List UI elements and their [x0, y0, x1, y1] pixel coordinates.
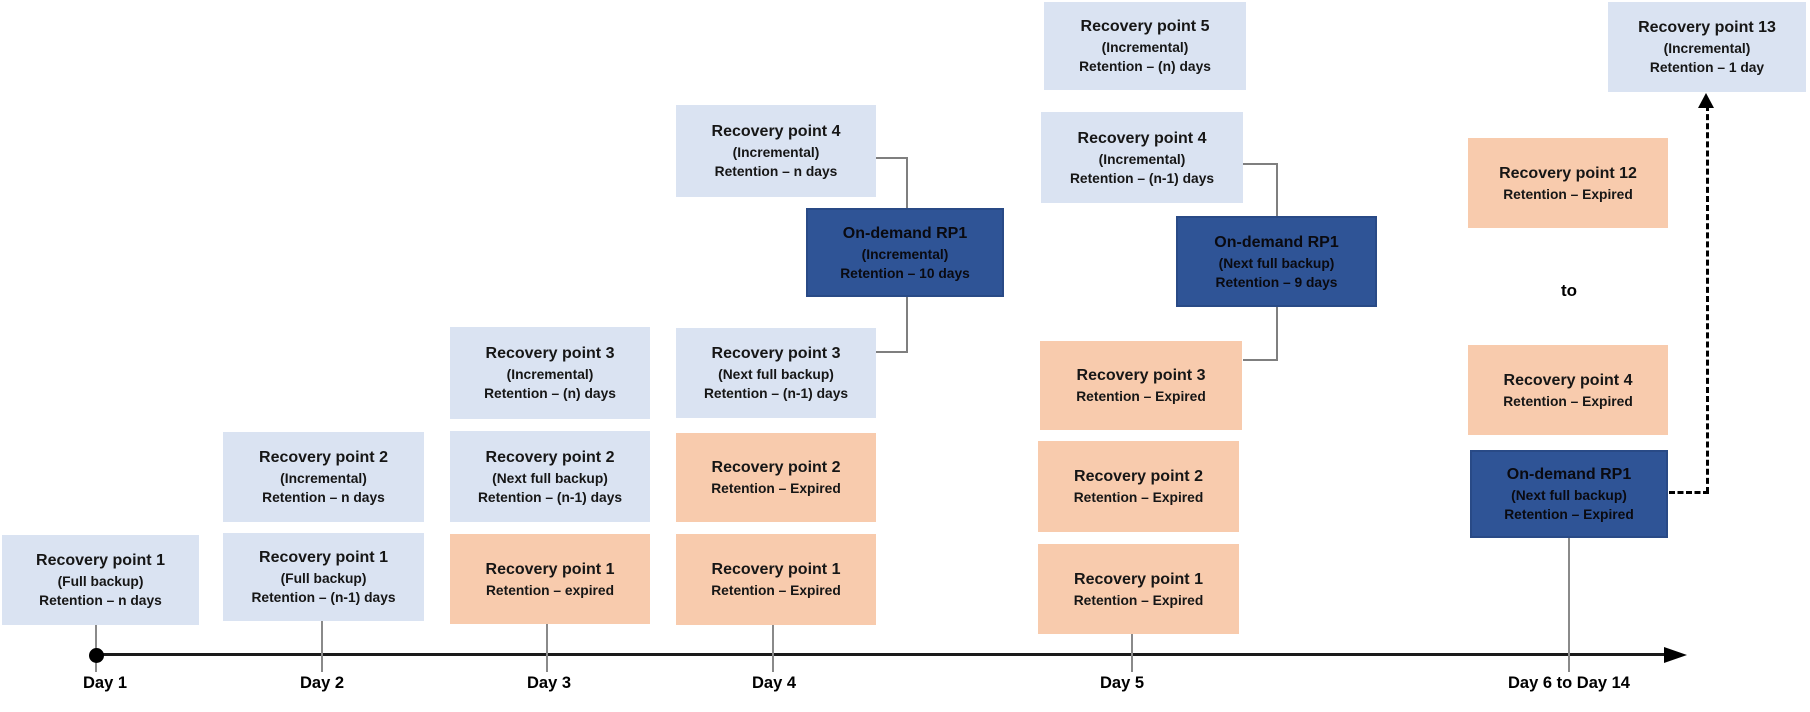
promotion-dashed-arrow [1706, 105, 1709, 493]
recovery-point-box: Recovery point 2 (Incremental) Retention… [223, 432, 424, 522]
node-retention: Retention – (n-1) days [1069, 170, 1215, 186]
node-title: Recovery point 1 [1074, 570, 1203, 588]
node-subtitle: (Incremental) [1101, 40, 1189, 55]
promotion-dashed-arrow [1669, 491, 1709, 494]
tick-line [1568, 538, 1570, 672]
node-subtitle: (Full backup) [57, 574, 144, 589]
node-title: Recovery point 5 [1080, 18, 1210, 35]
recovery-point-box: Recovery point 3 (Next full backup) Rete… [676, 328, 876, 418]
node-title: On-demand RP1 [1214, 233, 1339, 251]
node-subtitle: Retention – Expired [1076, 389, 1206, 404]
node-title: On-demand RP1 [1506, 466, 1632, 483]
connector-segment [1243, 163, 1278, 165]
node-title: Recovery point 3 [485, 345, 615, 362]
on-demand-rp-box: On-demand RP1 (Incremental) Retention – … [806, 208, 1004, 297]
node-subtitle: Retention – Expired [711, 583, 841, 598]
recovery-point-box: Recovery point 5 (Incremental) Retention… [1044, 2, 1246, 90]
timeline-day-label: Day 5 [1099, 674, 1145, 692]
node-title: Recovery point 1 [485, 560, 615, 578]
node-retention: Retention – (n) days [484, 386, 616, 401]
node-title: Recovery point 4 [1503, 371, 1633, 389]
recovery-point-box: Recovery point 1 Retention – expired [450, 534, 650, 624]
recovery-point-box: Recovery point 4 Retention – Expired [1468, 345, 1668, 435]
timeline-day-label: Day 6 to Day 14 [1508, 674, 1630, 692]
node-subtitle: (Full backup) [280, 571, 367, 586]
recovery-point-box: Recovery point 3 (Incremental) Retention… [450, 327, 650, 419]
node-subtitle: (Next full backup) [1218, 255, 1335, 271]
recovery-point-box: Recovery point 2 (Next full backup) Rete… [450, 431, 650, 522]
tick-line [1131, 634, 1133, 672]
tick-line [546, 624, 548, 672]
node-retention: Retention – (n-1) days [251, 590, 396, 605]
node-subtitle: Retention – Expired [1073, 592, 1204, 608]
recovery-point-box: Recovery point 1 (Full backup) Retention… [223, 533, 424, 621]
node-title: Recovery point 1 [259, 549, 388, 566]
node-retention: Retention – 10 days [840, 265, 970, 281]
on-demand-rp-box: On-demand RP1 (Next full backup) Retenti… [1470, 450, 1668, 538]
node-subtitle: (Incremental) [732, 145, 820, 160]
tick-line [321, 621, 323, 672]
timeline-day-label: Day 1 [82, 674, 128, 692]
recovery-point-box: Recovery point 1 Retention – Expired [1038, 544, 1239, 634]
node-title: Recovery point 3 [711, 345, 841, 362]
recovery-point-box: Recovery point 1 (Full backup) Retention… [2, 535, 199, 625]
node-title: Recovery point 3 [1076, 367, 1206, 384]
node-title: Recovery point 2 [1074, 468, 1203, 485]
node-retention: Retention – n days [262, 490, 385, 505]
node-subtitle: (Incremental) [506, 367, 594, 382]
timeline-arrowhead-icon [1664, 647, 1687, 663]
recovery-point-box: Recovery point 4 (Incremental) Retention… [676, 105, 876, 197]
node-subtitle: (Next full backup) [492, 470, 608, 486]
timeline-day-label: Day 2 [299, 674, 345, 692]
node-retention: Retention – n days [714, 164, 838, 179]
node-subtitle: Retention – expired [485, 582, 615, 598]
node-subtitle: Retention – Expired [1503, 186, 1633, 202]
connector-segment [876, 351, 908, 353]
node-title: Recovery point 1 [711, 561, 841, 578]
node-retention: Retention – 9 days [1215, 274, 1338, 290]
recovery-point-box: Recovery point 12 Retention – Expired [1468, 138, 1668, 228]
node-retention: Retention – n days [39, 593, 162, 608]
node-retention: Retention – (n-1) days [703, 386, 849, 401]
recovery-point-box: Recovery point 2 Retention – Expired [1038, 441, 1239, 532]
node-subtitle: (Incremental) [280, 471, 367, 486]
recovery-point-box: Recovery point 1 Retention – Expired [676, 534, 876, 625]
node-subtitle: (Incremental) [1663, 41, 1751, 56]
node-title: Recovery point 4 [711, 123, 841, 140]
connector-segment [1243, 359, 1278, 361]
node-title: Recovery point 4 [1077, 129, 1207, 147]
node-title: Recovery point 2 [259, 449, 388, 466]
node-subtitle: Retention – Expired [1503, 393, 1633, 409]
on-demand-rp-box: On-demand RP1 (Next full backup) Retenti… [1176, 216, 1377, 307]
to-label: to [1560, 281, 1578, 300]
node-subtitle: (Incremental) [1098, 151, 1186, 167]
node-subtitle: (Next full backup) [718, 367, 834, 382]
node-title: Recovery point 13 [1638, 19, 1776, 36]
promotion-arrowhead-icon [1698, 93, 1714, 108]
timeline-axis [96, 653, 1666, 656]
node-retention: Retention – (n-1) days [477, 489, 623, 505]
node-subtitle: Retention – Expired [711, 481, 841, 496]
node-title: Recovery point 2 [711, 459, 841, 476]
node-retention: Retention – (n) days [1079, 59, 1211, 74]
node-subtitle: Retention – Expired [1073, 490, 1204, 505]
recovery-point-box: Recovery point 4 (Incremental) Retention… [1041, 112, 1243, 203]
timeline-start-dot [89, 648, 104, 663]
node-retention: Retention – 1 day [1649, 60, 1765, 75]
node-title: Recovery point 1 [36, 552, 165, 569]
node-title: On-demand RP1 [842, 224, 968, 242]
node-retention: Retention – Expired [1504, 507, 1634, 522]
connector-segment [876, 157, 908, 159]
node-title: Recovery point 2 [485, 448, 615, 466]
recovery-point-box: Recovery point 3 Retention – Expired [1040, 341, 1242, 430]
tick-line [772, 625, 774, 672]
node-subtitle: (Incremental) [861, 246, 949, 262]
node-title: Recovery point 12 [1499, 164, 1637, 182]
timeline-day-label: Day 3 [526, 674, 572, 692]
node-subtitle: (Next full backup) [1511, 488, 1627, 503]
recovery-point-box: Recovery point 13 (Incremental) Retentio… [1608, 2, 1806, 92]
timeline-day-label: Day 4 [751, 674, 797, 692]
recovery-point-box: Recovery point 2 Retention – Expired [676, 433, 876, 522]
